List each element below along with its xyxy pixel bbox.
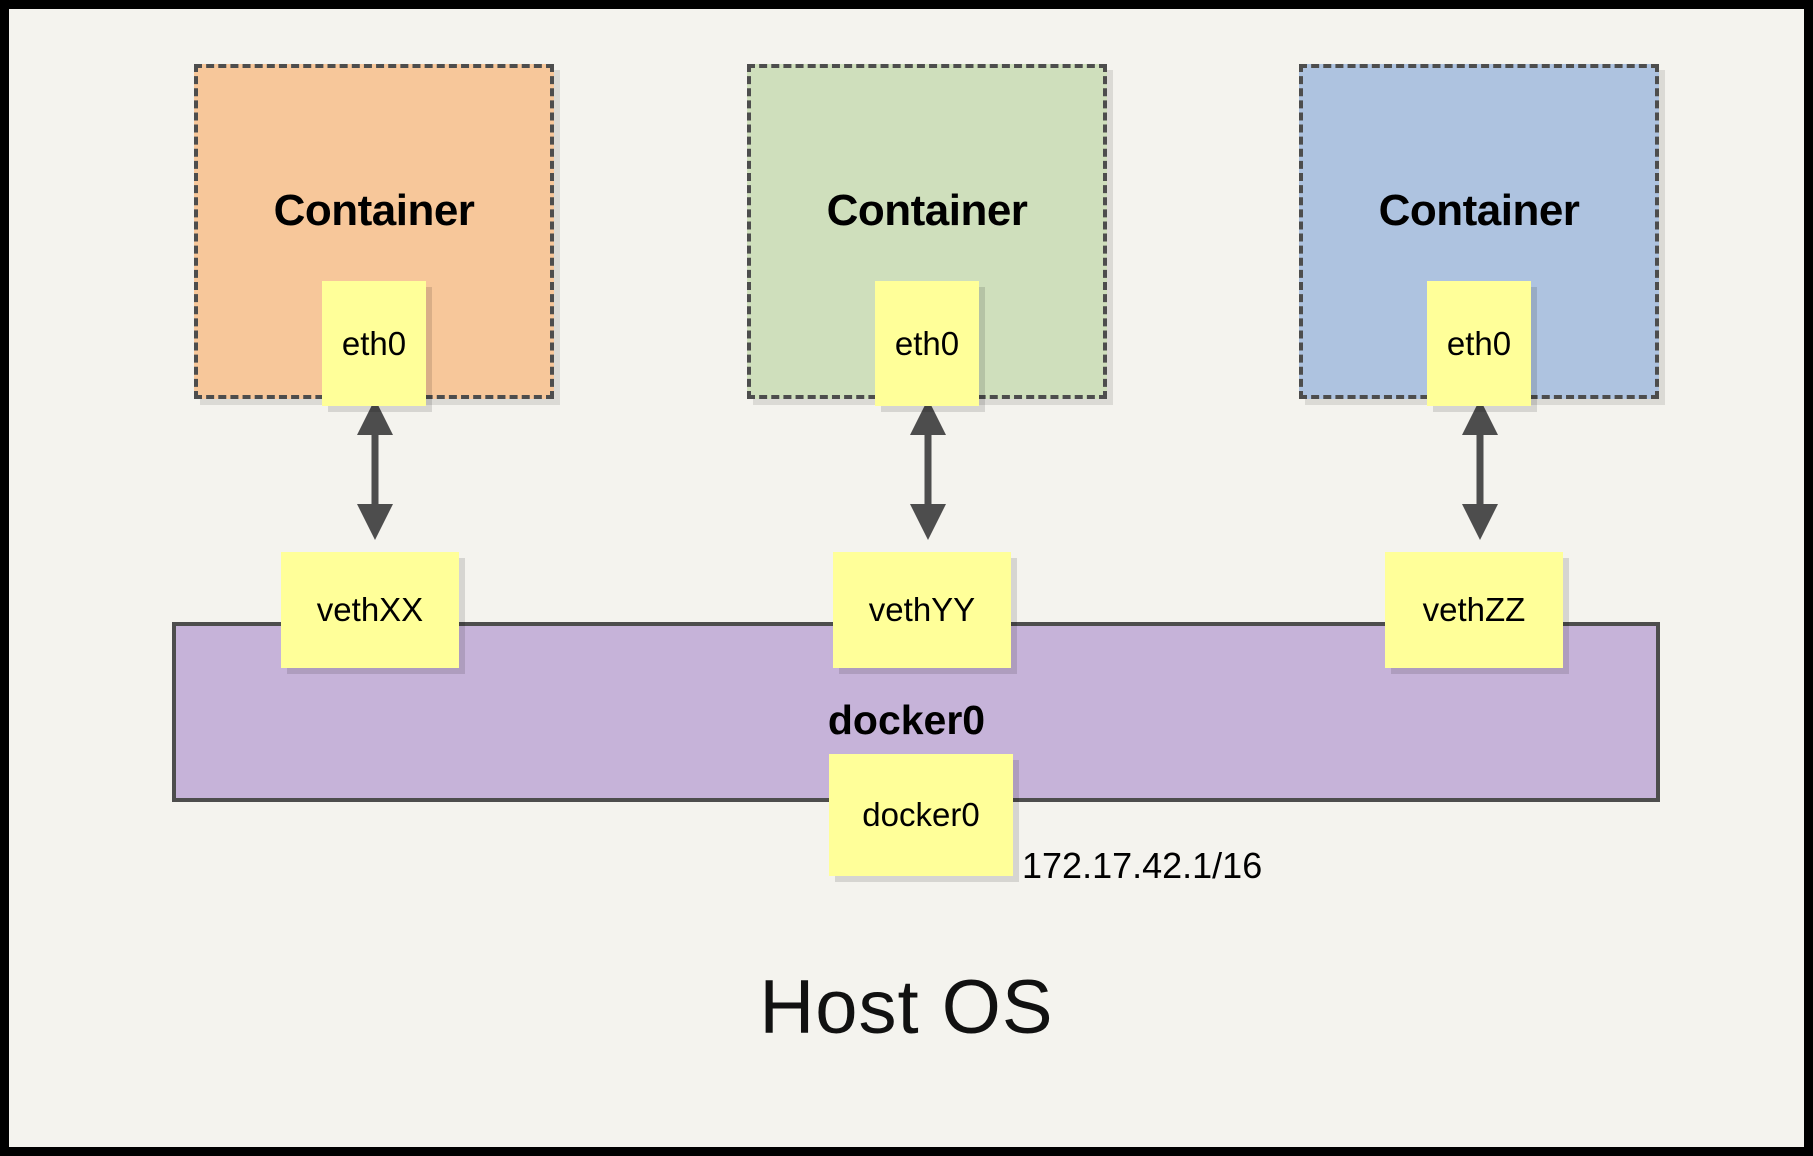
veth-label-1: vethXX	[316, 591, 424, 628]
veth-link-arrow-3	[1462, 399, 1498, 540]
container-eth0-label-3: eth0	[1446, 324, 1512, 362]
veth-chip-1[interactable]: vethXX	[281, 552, 459, 668]
container-title-3: Container	[1378, 186, 1580, 235]
veth-link-arrow-2	[910, 399, 946, 540]
container-eth0-label-1: eth0	[341, 324, 407, 362]
veth-link-arrow-1	[357, 399, 393, 540]
host-os-title: Host OS	[759, 965, 1054, 1050]
docker0-interface-label: docker0	[862, 796, 980, 833]
container-eth0-chip-2[interactable]: eth0	[875, 281, 979, 406]
veth-chip-3[interactable]: vethZZ	[1385, 552, 1563, 668]
veth-label-2: vethYY	[868, 591, 976, 628]
docker0-bridge-label: docker0	[827, 697, 986, 743]
container-eth0-chip-1[interactable]: eth0	[322, 281, 426, 406]
container-eth0-chip-3[interactable]: eth0	[1427, 281, 1531, 406]
veth-label-3: vethZZ	[1422, 591, 1526, 628]
docker0-interface-chip[interactable]: docker0	[829, 754, 1013, 876]
container-title-2: Container	[826, 186, 1028, 235]
container-title-1: Container	[273, 186, 475, 235]
docker0-ip-address: 172.17.42.1/16	[1022, 845, 1263, 886]
container-eth0-label-2: eth0	[894, 324, 960, 362]
veth-chip-2[interactable]: vethYY	[833, 552, 1011, 668]
